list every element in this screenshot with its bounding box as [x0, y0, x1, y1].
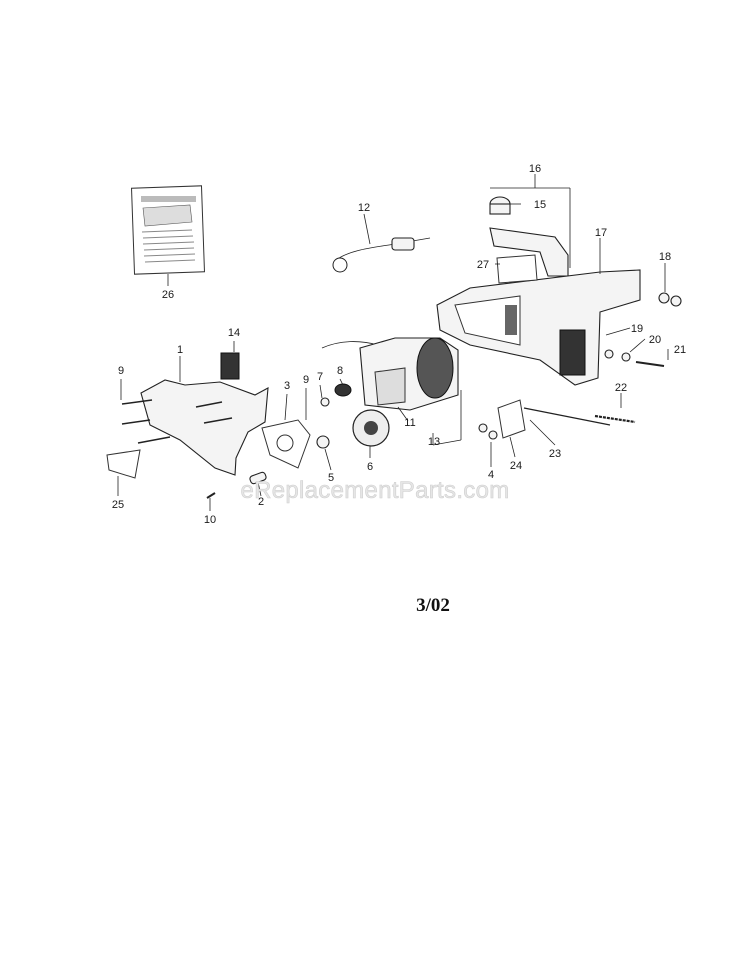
leader-lines: [117, 174, 669, 511]
callout-22: 22: [615, 382, 627, 394]
decal: [496, 254, 538, 284]
callout-4: 4: [488, 469, 494, 481]
sprocket: [320, 383, 390, 447]
callout-6: 6: [367, 461, 373, 473]
callout-9-motor: 9: [303, 374, 309, 386]
callout-7: 7: [317, 371, 323, 383]
callout-13: 13: [428, 436, 440, 448]
callout-24: 24: [510, 460, 522, 472]
watermark: eReplacementParts.com: [240, 477, 509, 504]
callout-2: 2: [258, 496, 264, 508]
callout-10: 10: [204, 514, 216, 526]
callout-9: 9: [118, 365, 124, 377]
callout-20: 20: [649, 334, 661, 346]
callout-labels: 1 2 3 4 5 6 7 8 9 9 10 11 12 13 14 15 16…: [112, 163, 686, 526]
callout-5: 5: [328, 472, 334, 484]
callout-12: 12: [358, 202, 370, 214]
side-cover: [106, 352, 269, 479]
callout-23: 23: [549, 448, 561, 460]
callout-14: 14: [228, 327, 240, 339]
callout-1: 1: [177, 344, 183, 356]
callout-17: 17: [595, 227, 607, 239]
callout-15: 15: [534, 199, 546, 211]
callout-3: 3: [284, 380, 290, 392]
power-cord: [332, 237, 431, 273]
main-housing: [436, 269, 641, 386]
revision-date: 3/02: [416, 595, 450, 616]
callout-21: 21: [674, 344, 686, 356]
callout-16: 16: [529, 163, 541, 175]
manual-illustration: [131, 185, 205, 275]
callout-11: 11: [404, 417, 415, 429]
brake-plate: [206, 419, 330, 499]
callout-26: 26: [162, 289, 174, 301]
callout-8: 8: [337, 365, 343, 377]
motor: [321, 337, 459, 411]
callout-25: 25: [112, 499, 124, 511]
callout-27: 27: [477, 259, 489, 271]
callout-19: 19: [631, 323, 643, 335]
callout-18: 18: [659, 251, 671, 263]
housing-fasteners: [604, 292, 682, 367]
bar-plate: [478, 399, 636, 440]
